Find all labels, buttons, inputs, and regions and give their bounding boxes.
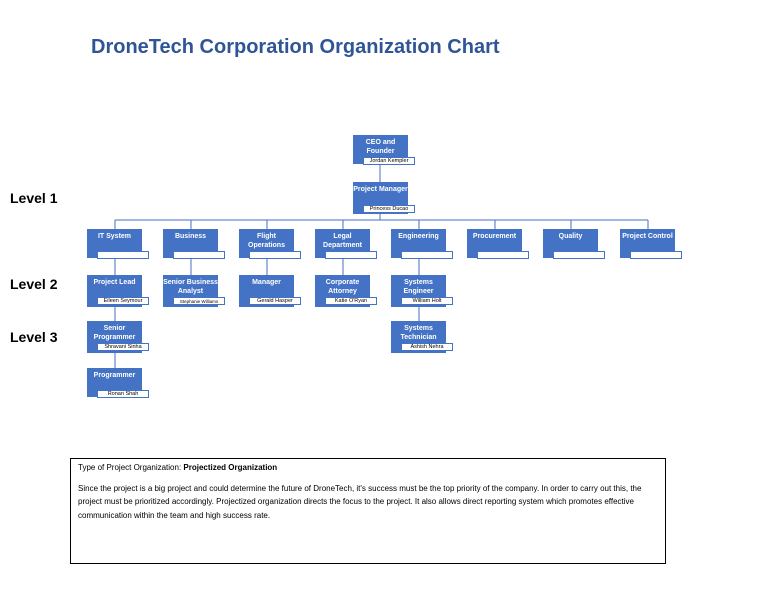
- node-title: Project Manager: [353, 186, 408, 193]
- node-name-manager: Gerald Hasper: [249, 297, 301, 305]
- level-2-label: Level 2: [10, 276, 58, 292]
- node-name-quality: [553, 251, 605, 259]
- node-name-senior-business-analyst: Stephanie Williams: [173, 297, 225, 305]
- node-name-systems-technician: Ashish Nehra: [401, 343, 453, 351]
- node-title: Flight Operations: [248, 233, 285, 249]
- type-value: Projectized Organization: [183, 463, 278, 472]
- page-title: DroneTech Corporation Organization Chart: [91, 36, 500, 58]
- node-title: Engineering: [398, 233, 439, 240]
- node-name-project-manager: Princess Ducao: [363, 205, 415, 213]
- node-title: Systems Technician: [400, 325, 437, 341]
- node-title: Manager: [252, 279, 281, 286]
- node-name-project-control: [630, 251, 682, 259]
- node-name-senior-programmer: Shravani Sinha: [97, 343, 149, 351]
- node-name-systems-engineer: William Holt: [401, 297, 453, 305]
- node-name-programmer: Ronan Shah: [97, 390, 149, 398]
- type-label: Type of Project Organization:: [78, 463, 184, 472]
- organization-type-note: Type of Project Organization: Projectize…: [70, 458, 666, 564]
- node-name-corporate-attorney: Katie O'Ryan: [325, 297, 377, 305]
- node-title: Business: [174, 233, 207, 240]
- node-name-engineering: [401, 251, 453, 259]
- node-name-it-system: [97, 251, 149, 259]
- node-title: Quality: [558, 233, 583, 240]
- node-name-flight-operations: [249, 251, 301, 259]
- organization-description: Since the project is a big project and c…: [78, 484, 642, 520]
- node-name-ceo: Jordan Kempler: [363, 157, 415, 165]
- level-3-label: Level 3: [10, 329, 58, 345]
- node-title: Procurement: [472, 233, 517, 240]
- node-title: IT System: [97, 233, 132, 240]
- node-title: CEO and Founder: [365, 139, 396, 155]
- node-title: Project Control: [622, 233, 673, 240]
- node-title: Legal Department: [323, 233, 362, 249]
- node-name-project-lead: Eileen Seymour: [97, 297, 149, 305]
- node-name-business: [173, 251, 225, 259]
- node-title: Senior Business Analyst: [163, 279, 218, 295]
- node-name-procurement: [477, 251, 529, 259]
- level-1-label: Level 1: [10, 190, 58, 206]
- node-title: Systems Engineer: [403, 279, 434, 295]
- node-title: Project Lead: [93, 279, 136, 286]
- organization-type-line: Type of Project Organization: Projectize…: [78, 463, 658, 472]
- node-name-legal-department: [325, 251, 377, 259]
- node-title: Senior Programmer: [93, 325, 136, 341]
- node-title: Corporate Attorney: [325, 279, 360, 295]
- node-title: Programmer: [93, 372, 136, 379]
